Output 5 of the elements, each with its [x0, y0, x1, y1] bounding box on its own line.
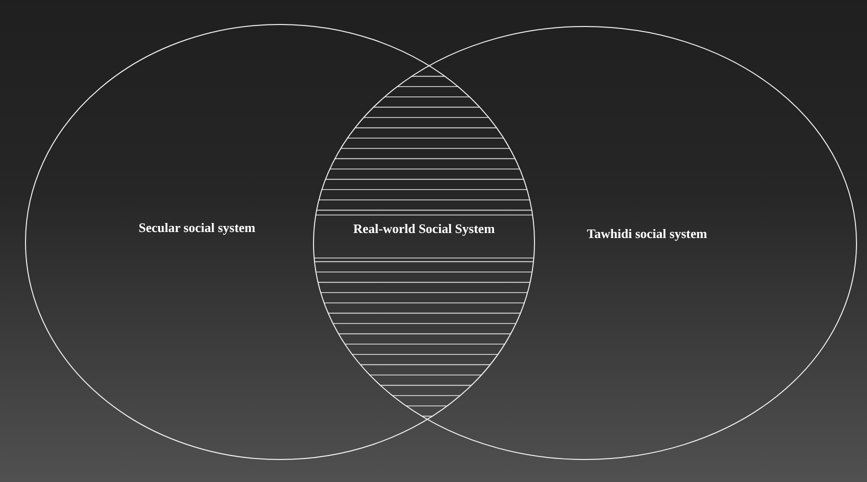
set-ellipse	[25, 24, 535, 460]
set-label: Real-world Social System	[353, 221, 495, 237]
set-label: Tawhidi social system	[586, 226, 708, 242]
set-ellipse	[313, 26, 857, 460]
set-label: Secular social system	[138, 220, 256, 236]
